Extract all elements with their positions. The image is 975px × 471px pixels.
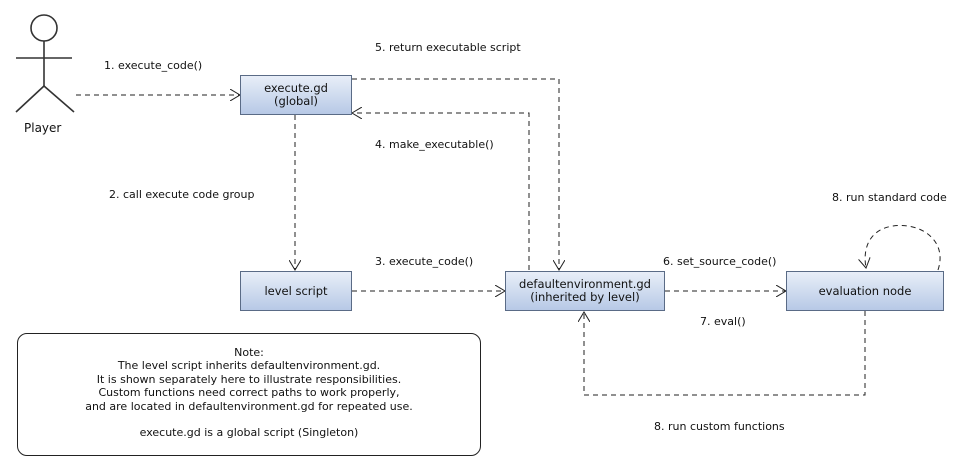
label-msg7: 7. eval() <box>700 315 746 328</box>
arrow-msg8a <box>865 224 941 271</box>
node-evaluation-title: evaluation node <box>818 283 912 298</box>
arrow-msg8b <box>584 311 866 396</box>
node-execute-gd-subtitle: (global) <box>273 94 319 108</box>
arrow-msg5 <box>352 78 559 270</box>
player-label: Player <box>24 121 62 135</box>
note-box: Note: The level script inherits defaulte… <box>17 333 481 456</box>
label-msg1: 1. execute_code() <box>104 59 203 72</box>
node-level-script: level script <box>240 271 352 311</box>
node-execute-gd-title: execute.gd <box>264 81 328 95</box>
node-defaultenvironment-title: defaultenvironment.gd <box>519 277 651 291</box>
label-msg4: 4. make_executable() <box>375 138 494 151</box>
label-msg8b: 8. run custom functions <box>654 420 785 433</box>
node-defaultenvironment: defaultenvironment.gd (inherited by leve… <box>505 271 665 311</box>
node-level-script-title: level script <box>264 283 328 298</box>
note-line: Custom functions need correct paths to w… <box>98 386 400 400</box>
node-defaultenvironment-subtitle: (inherited by level) <box>530 290 640 304</box>
label-msg3: 3. execute_code() <box>375 255 474 268</box>
note-line: and are located in defaultenvironment.gd… <box>85 399 413 413</box>
node-execute-gd: execute.gd (global) <box>240 75 352 115</box>
note-line: execute.gd is a global script (Singleton… <box>139 426 359 440</box>
label-msg6: 6. set_source_code() <box>663 255 777 268</box>
label-msg8a: 8. run standard code <box>832 191 947 204</box>
node-evaluation: evaluation node <box>786 271 944 311</box>
note-line <box>18 413 480 426</box>
note-line: It is shown separately here to illustrat… <box>96 372 402 386</box>
label-msg5: 5. return executable script <box>375 41 521 54</box>
arrow-msg4 <box>352 113 530 270</box>
note-line: The level script inherits defaultenviron… <box>117 359 381 373</box>
label-msg2: 2. call execute code group <box>109 188 255 201</box>
note-line: Note: <box>234 346 264 359</box>
player-actor-icon <box>15 14 75 113</box>
